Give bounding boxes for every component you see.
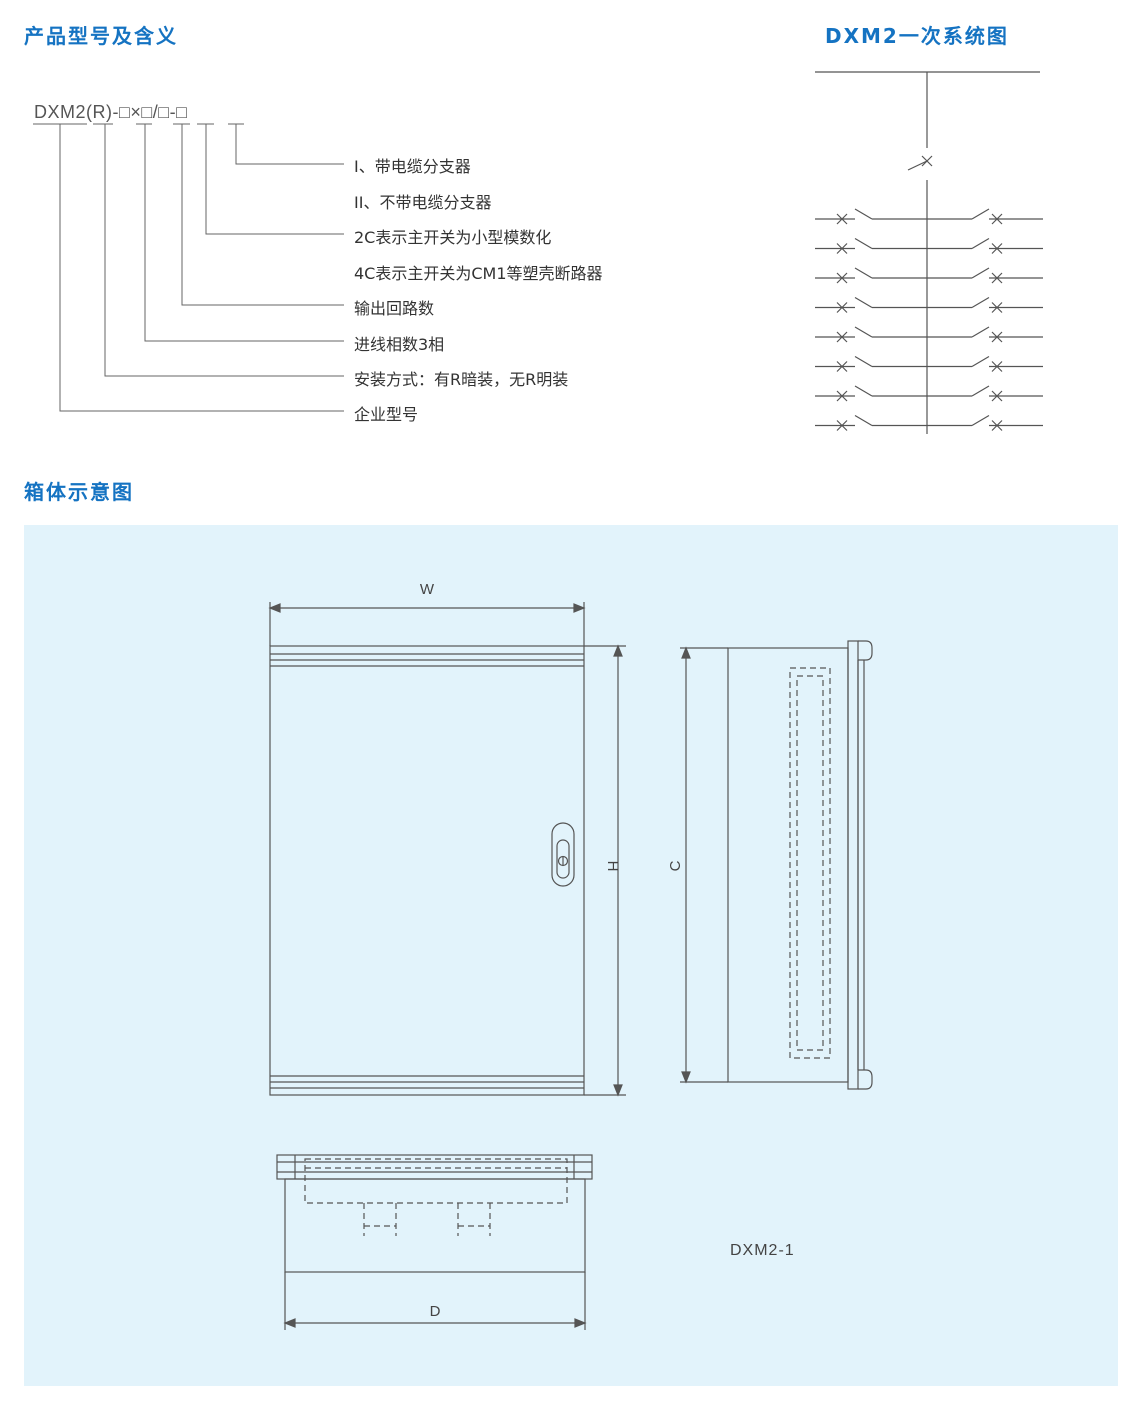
inner-height-dimension-label: C bbox=[667, 860, 684, 871]
legend-item-installation-method: 安装方式：有R暗装，无R明装 bbox=[354, 370, 569, 389]
legend-item-incoming-phases: 进线相数3相 bbox=[354, 335, 445, 354]
legend-item-without-cable-branch: II、不带电缆分支器 bbox=[354, 193, 492, 212]
box-diagram-heading: 箱体示意图 bbox=[24, 480, 134, 504]
model-code: DXM2(R)-□×□/□-□ bbox=[34, 102, 188, 122]
outgoing-branches bbox=[815, 208, 1043, 431]
single-line-diagram bbox=[815, 71, 1043, 434]
top-view-drawing: D bbox=[276, 1154, 593, 1330]
outgoing-branch bbox=[815, 208, 1043, 225]
outgoing-branch bbox=[815, 237, 1043, 254]
legend-item-2c-main-switch: 2C表示主开关为小型模数化 bbox=[354, 228, 552, 247]
height-dimension-label: H bbox=[604, 861, 621, 872]
legend-item-output-circuits: 输出回路数 bbox=[354, 299, 435, 318]
legend-item-enterprise-model: 企业型号 bbox=[354, 405, 419, 424]
legend-item-4c-main-switch: 4C表示主开关为CM1等塑壳断路器 bbox=[354, 264, 603, 283]
legend-item-with-cable-branch: I、带电缆分支器 bbox=[354, 157, 471, 176]
model-meaning-heading: 产品型号及含义 bbox=[24, 24, 178, 48]
front-view-drawing: W H bbox=[268, 581, 626, 1097]
width-dimension-label: W bbox=[420, 581, 435, 598]
model-label: DXM2-1 bbox=[730, 1242, 795, 1259]
outgoing-branch bbox=[815, 296, 1043, 313]
side-view-drawing: C bbox=[667, 640, 873, 1090]
outgoing-branch bbox=[815, 414, 1043, 431]
outgoing-branch bbox=[815, 326, 1043, 343]
box-diagram-panel bbox=[24, 525, 1118, 1386]
system-diagram-heading: DXM2一次系统图 bbox=[825, 24, 1009, 48]
outgoing-branch bbox=[815, 355, 1043, 372]
depth-dimension-label: D bbox=[430, 1303, 441, 1320]
outgoing-branch bbox=[815, 267, 1043, 284]
model-code-leader-lines bbox=[33, 123, 344, 412]
outgoing-branch bbox=[815, 385, 1043, 402]
